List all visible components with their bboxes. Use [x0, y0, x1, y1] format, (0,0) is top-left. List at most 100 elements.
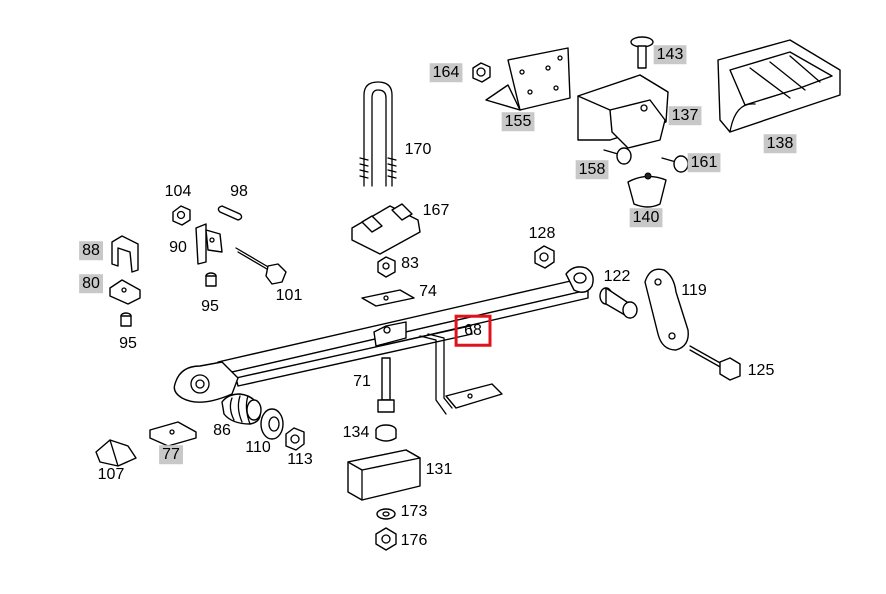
label-173[interactable]: 173 [401, 503, 428, 520]
label-167[interactable]: 167 [423, 202, 450, 219]
label-highlight-77 [159, 445, 183, 465]
label-107[interactable]: 107 [98, 466, 125, 483]
label-104[interactable]: 104 [165, 183, 192, 200]
label-110[interactable]: 110 [245, 439, 271, 456]
part-83-nut[interactable] [377, 256, 396, 278]
label-86[interactable]: 86 [213, 422, 231, 439]
label-text-158: 158 [579, 161, 606, 178]
part-161-bolt[interactable] [661, 155, 689, 173]
part-86-rubber-bushing[interactable] [221, 393, 262, 425]
label-90[interactable]: 90 [169, 239, 187, 256]
label-122[interactable]: 122 [604, 268, 631, 285]
part-128-nut[interactable] [534, 245, 555, 269]
label-155[interactable]: 155 [501, 112, 535, 132]
label-164[interactable]: 164 [429, 63, 463, 83]
label-138[interactable]: 138 [763, 134, 797, 154]
label-text-161: 161 [691, 154, 718, 171]
label-98[interactable]: 98 [230, 183, 248, 200]
label-161[interactable]: 161 [687, 153, 721, 173]
label-highlight-80 [79, 274, 103, 294]
part-90-bracket[interactable] [195, 223, 223, 265]
label-88[interactable]: 88 [79, 241, 103, 261]
part-68-leaf-spring[interactable] [173, 266, 594, 415]
part-155-bracket[interactable] [485, 47, 571, 111]
part-167-spring-pad[interactable] [351, 203, 421, 255]
part-138-large-bracket[interactable] [717, 39, 841, 133]
part-122-bushing[interactable] [599, 287, 638, 319]
label-128[interactable]: 128 [529, 225, 556, 242]
part-74-plate[interactable] [361, 289, 415, 307]
part-98-pin[interactable] [217, 205, 243, 221]
label-highlight-164 [429, 63, 463, 83]
part-173-washer[interactable] [376, 508, 396, 520]
label-text-155: 155 [505, 113, 532, 130]
part-80-block[interactable] [109, 279, 141, 305]
label-83[interactable]: 83 [401, 255, 419, 272]
label-125[interactable]: 125 [748, 362, 775, 379]
label-text-128: 128 [529, 225, 556, 242]
label-text-119: 119 [681, 282, 707, 299]
label-113[interactable]: 113 [287, 451, 313, 468]
part-110-washer[interactable] [260, 408, 284, 440]
part-113-nut[interactable] [285, 427, 305, 451]
part-77-plate[interactable] [149, 421, 197, 447]
part-158-bolt[interactable] [603, 147, 632, 165]
label-134[interactable]: 134 [343, 424, 370, 441]
label-74[interactable]: 74 [419, 283, 437, 300]
label-text-68: 68 [464, 322, 482, 339]
label-text-143: 143 [657, 46, 684, 63]
part-134-nut[interactable] [375, 424, 397, 442]
label-text-138: 138 [767, 135, 794, 152]
label-170[interactable]: 170 [405, 141, 432, 158]
label-77[interactable]: 77 [159, 445, 183, 465]
label-highlight-161 [687, 153, 721, 173]
label-highlight-138 [763, 134, 797, 154]
part-95-screw-right[interactable] [205, 272, 217, 287]
label-text-71: 71 [353, 373, 371, 390]
part-95-screw-left[interactable] [120, 312, 132, 327]
part-164-nut[interactable] [472, 62, 491, 83]
part-131-block[interactable] [347, 449, 421, 501]
label-text-137: 137 [672, 107, 699, 124]
label-text-122: 122 [604, 268, 631, 285]
label-95a[interactable]: 95 [119, 335, 137, 352]
part-176-nut[interactable] [375, 527, 397, 551]
label-highlight-137 [668, 106, 702, 126]
label-140[interactable]: 140 [629, 208, 663, 228]
label-80[interactable]: 80 [79, 274, 103, 294]
part-71-bolt[interactable] [377, 357, 395, 413]
label-text-167: 167 [423, 202, 450, 219]
part-140-rubber-stop[interactable] [627, 172, 667, 208]
label-158[interactable]: 158 [575, 160, 609, 180]
part-137-housing[interactable] [577, 74, 669, 149]
label-text-110: 110 [245, 439, 271, 456]
label-highlight-155 [501, 112, 535, 132]
label-text-131: 131 [426, 461, 453, 478]
part-170-u-bolt[interactable] [359, 81, 397, 187]
part-88-clamp[interactable] [111, 235, 139, 273]
part-125-bolt[interactable] [689, 345, 741, 381]
label-176[interactable]: 176 [401, 532, 428, 549]
label-text-80: 80 [82, 275, 100, 292]
label-137[interactable]: 137 [668, 106, 702, 126]
label-101[interactable]: 101 [276, 287, 303, 304]
part-101-bolt[interactable] [235, 247, 287, 285]
label-text-125: 125 [748, 362, 775, 379]
part-119-shackle[interactable] [644, 268, 689, 351]
label-143[interactable]: 143 [653, 45, 687, 65]
label-95b[interactable]: 95 [201, 298, 219, 315]
part-104-nut[interactable] [172, 205, 191, 226]
part-107-clip[interactable] [95, 439, 137, 467]
label-71[interactable]: 71 [353, 373, 371, 390]
label-text-90: 90 [169, 239, 187, 256]
label-131[interactable]: 131 [426, 461, 453, 478]
label-119[interactable]: 119 [681, 282, 707, 299]
label-highlight-140 [629, 208, 663, 228]
label-text-95a: 95 [119, 335, 137, 352]
part-143-bolt[interactable] [630, 36, 654, 69]
label-text-98: 98 [230, 183, 248, 200]
label-68[interactable]: 68 [454, 314, 492, 347]
label-text-113: 113 [287, 451, 313, 468]
